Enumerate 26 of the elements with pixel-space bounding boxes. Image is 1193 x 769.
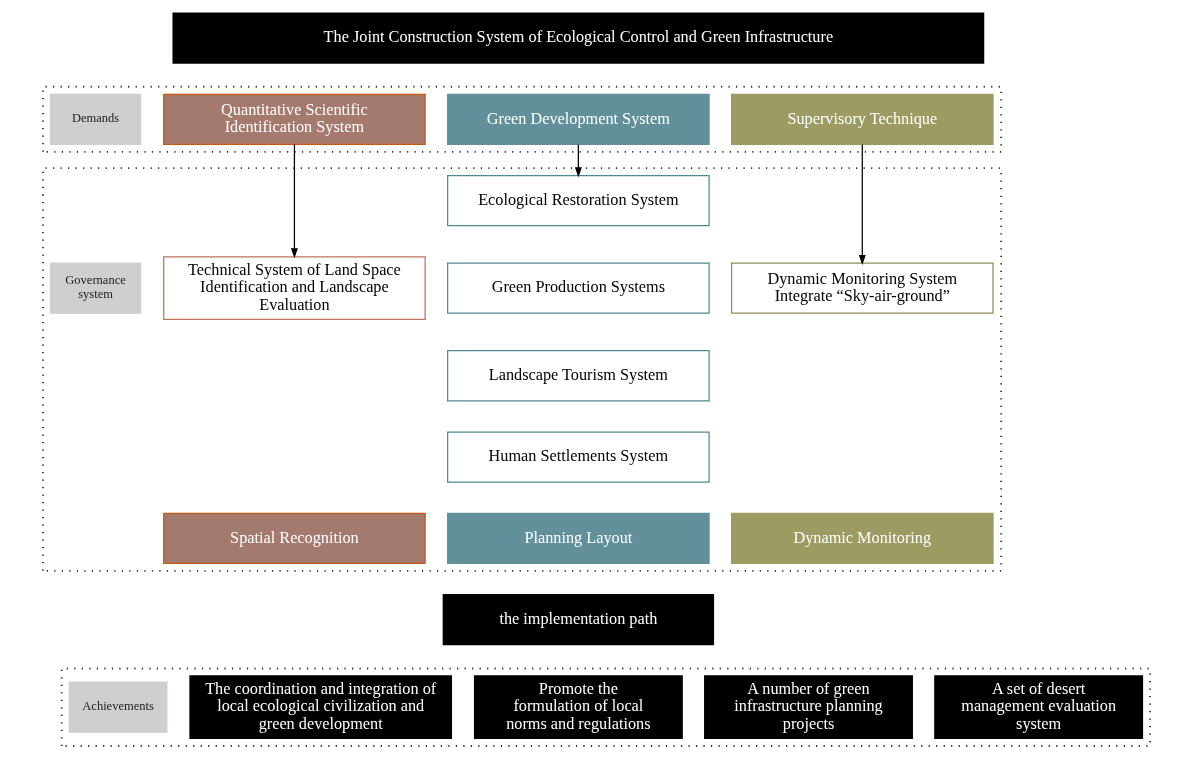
arrow	[574, 144, 582, 178]
node-box: Landscape Tourism System	[447, 350, 710, 402]
node-box: Green Production Systems	[447, 262, 710, 314]
node-box: Green Development System	[447, 93, 710, 145]
node-box: Spatial Recognition	[163, 512, 426, 564]
node-box: Dynamic Monitoring System Integrate “Sky-air-ground”	[730, 262, 994, 314]
node-box: Human Settlements System	[447, 431, 710, 483]
node-box: the implementation path	[442, 594, 715, 646]
node-box: Planning Layout	[447, 512, 710, 564]
node-box: Dynamic Monitoring	[730, 512, 994, 564]
node-box: Demands	[49, 93, 142, 145]
node-box: Ecological Restoration System	[447, 175, 710, 227]
cluster	[60, 667, 1151, 747]
node-box: The Joint Construction System of Ecological Control and Green Infrastructure	[172, 12, 985, 64]
node-box: Quantitative Scientific Identification System	[163, 93, 426, 145]
node-box: A number of green infrastructure planning projects	[704, 675, 913, 740]
node-box: Technical System of Land Space Identification and Landscape Evaluation	[163, 256, 426, 321]
arrow	[290, 143, 298, 259]
node-box: The coordination and integration of local ecological civilization and green development	[189, 675, 453, 740]
node-box: Supervisory Technique	[730, 93, 994, 145]
cluster	[42, 85, 1003, 153]
node-box: Achievements	[68, 681, 168, 733]
node-box: Governance system	[49, 262, 142, 314]
node-box: A set of desert management evaluation system	[934, 675, 1144, 740]
arrow	[858, 143, 866, 266]
node-box: Promote the formulation of local norms and regulations	[473, 675, 683, 740]
